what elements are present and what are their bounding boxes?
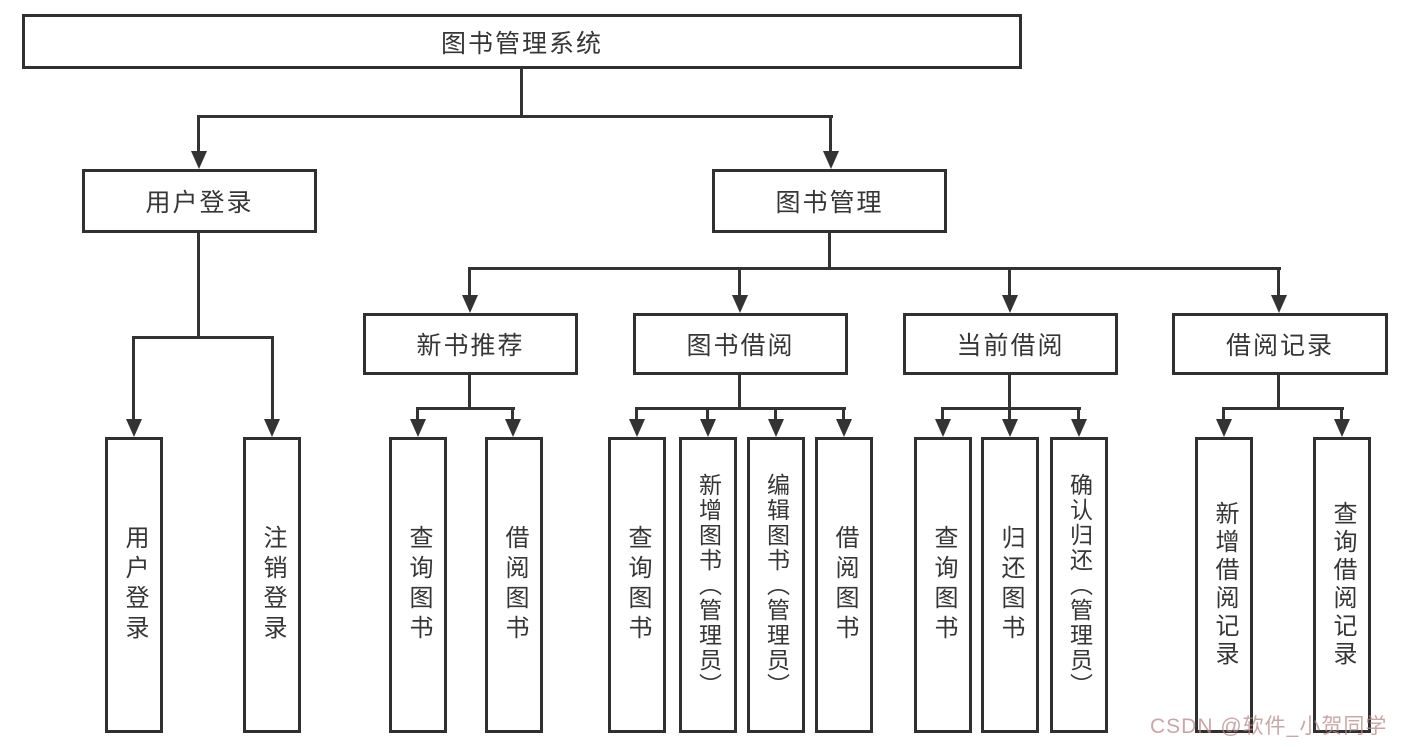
node-user-login: 用户登录 bbox=[82, 169, 317, 233]
node-label: 借阅记录 bbox=[1225, 332, 1334, 360]
connector-line bbox=[829, 115, 832, 153]
node-label: 当前借阅 bbox=[956, 332, 1065, 360]
connector-line bbox=[738, 267, 741, 297]
leaf-label: 新增借阅记录 bbox=[1211, 501, 1238, 669]
connector-line bbox=[635, 407, 846, 410]
arrow-down-icon bbox=[700, 419, 716, 437]
connector-line bbox=[520, 68, 523, 118]
connector-line bbox=[468, 267, 1281, 270]
leaf-borrow-borrow-books: 借阅图书 bbox=[815, 437, 873, 733]
node-label: 图书借阅 bbox=[686, 332, 795, 360]
connector-line bbox=[468, 375, 471, 410]
arrow-down-icon bbox=[1271, 295, 1287, 313]
connector-line bbox=[132, 336, 274, 339]
leaf-borrow-add-books-admin: 新增图书（管理员） bbox=[679, 437, 737, 733]
arrow-down-icon bbox=[629, 419, 645, 437]
connector-line bbox=[738, 375, 741, 410]
connector-line bbox=[1277, 375, 1280, 410]
leaf-label: 查询图书 bbox=[405, 525, 432, 645]
leaf-current-return-books: 归还图书 bbox=[981, 437, 1039, 733]
connector-line bbox=[774, 407, 777, 421]
connector-line bbox=[416, 407, 515, 410]
node-book-management: 图书管理 bbox=[712, 169, 947, 233]
connector-line bbox=[511, 407, 514, 421]
connector-line bbox=[1077, 407, 1080, 421]
leaf-label: 确认归还（管理员） bbox=[1066, 472, 1093, 698]
node-label: 图书管理 bbox=[775, 189, 884, 217]
leaf-label: 查询图书 bbox=[930, 525, 957, 645]
leaf-logout: 注销登录 bbox=[243, 437, 301, 733]
leaf-current-query-books: 查询图书 bbox=[914, 437, 972, 733]
node-label: 新书推荐 bbox=[416, 332, 525, 360]
leaf-borrow-query-books: 查询图书 bbox=[608, 437, 666, 733]
connector-line bbox=[1008, 407, 1011, 421]
arrow-down-icon bbox=[935, 419, 951, 437]
connector-line bbox=[1277, 267, 1280, 297]
arrow-down-icon bbox=[264, 419, 280, 437]
leaf-label: 注销登录 bbox=[259, 525, 286, 645]
leaf-label: 借阅图书 bbox=[831, 525, 858, 645]
connector-line bbox=[1222, 407, 1344, 410]
arrow-down-icon bbox=[1071, 419, 1087, 437]
leaf-label: 新增图书（管理员） bbox=[695, 472, 722, 698]
connector-line bbox=[941, 407, 944, 421]
arrow-down-icon bbox=[505, 419, 521, 437]
connector-line bbox=[635, 407, 638, 421]
connector-line bbox=[197, 115, 200, 153]
leaf-recommend-borrow-books: 借阅图书 bbox=[485, 437, 543, 733]
connector-line bbox=[1222, 407, 1225, 421]
node-current-borrowing: 当前借阅 bbox=[903, 313, 1118, 375]
leaf-recommend-query-books: 查询图书 bbox=[389, 437, 447, 733]
connector-line bbox=[706, 407, 709, 421]
connector-line bbox=[941, 407, 1081, 410]
node-book-borrowing: 图书借阅 bbox=[633, 313, 848, 375]
arrow-down-icon bbox=[1216, 419, 1232, 437]
leaf-current-confirm-return-admin: 确认归还（管理员） bbox=[1050, 437, 1108, 733]
leaf-records-query-borrow-record: 查询借阅记录 bbox=[1313, 437, 1371, 733]
leaf-label: 编辑图书（管理员） bbox=[763, 472, 790, 698]
node-new-book-recommendation: 新书推荐 bbox=[363, 313, 578, 375]
connector-line bbox=[132, 336, 135, 420]
arrow-down-icon bbox=[732, 295, 748, 313]
leaf-user-login: 用户登录 bbox=[105, 437, 163, 733]
connector-line bbox=[842, 407, 845, 421]
arrow-down-icon bbox=[1002, 419, 1018, 437]
node-library-management-system: 图书管理系统 bbox=[22, 14, 1022, 69]
connector-line bbox=[271, 336, 274, 420]
arrow-down-icon bbox=[191, 151, 207, 169]
arrow-down-icon bbox=[768, 419, 784, 437]
connector-line bbox=[1008, 375, 1011, 410]
arrow-down-icon bbox=[126, 419, 142, 437]
leaf-borrow-edit-books-admin: 编辑图书（管理员） bbox=[747, 437, 805, 733]
connector-line bbox=[468, 267, 471, 297]
connector-line bbox=[828, 233, 831, 270]
arrow-down-icon bbox=[836, 419, 852, 437]
leaf-label: 用户登录 bbox=[121, 525, 148, 645]
node-label: 图书管理系统 bbox=[440, 29, 603, 58]
connector-line bbox=[1340, 407, 1343, 421]
leaf-label: 借阅图书 bbox=[501, 525, 528, 645]
arrow-down-icon bbox=[410, 419, 426, 437]
leaf-label: 查询借阅记录 bbox=[1329, 501, 1356, 669]
leaf-label: 归还图书 bbox=[997, 525, 1024, 645]
arrow-down-icon bbox=[1002, 295, 1018, 313]
arrow-down-icon bbox=[462, 295, 478, 313]
node-borrowing-records: 借阅记录 bbox=[1172, 313, 1388, 375]
connector-line bbox=[197, 233, 200, 339]
arrow-down-icon bbox=[1334, 419, 1350, 437]
node-label: 用户登录 bbox=[145, 189, 254, 217]
connector-line bbox=[197, 115, 833, 118]
connector-line bbox=[416, 407, 419, 421]
csdn-watermark: CSDN @软件_小贺同学 bbox=[1150, 715, 1388, 738]
connector-line bbox=[1008, 267, 1011, 297]
leaf-label: 查询图书 bbox=[624, 525, 651, 645]
arrow-down-icon bbox=[823, 151, 839, 169]
leaf-records-add-borrow-record: 新增借阅记录 bbox=[1195, 437, 1253, 733]
